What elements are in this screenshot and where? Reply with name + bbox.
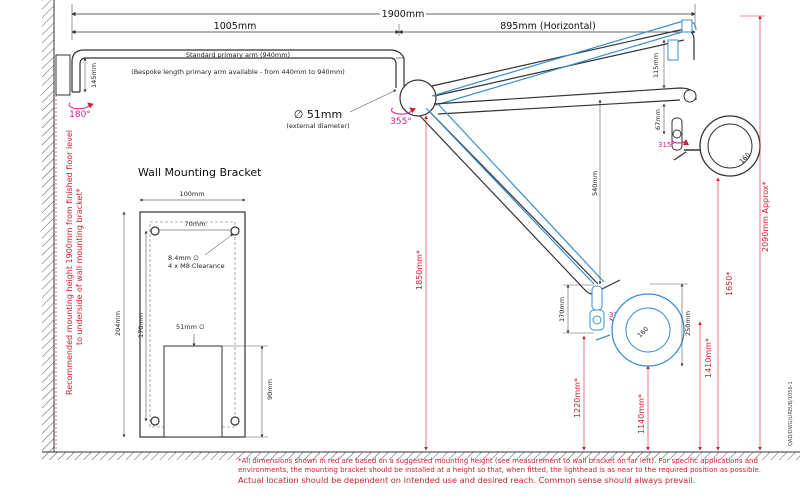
- head-drop-label: 115mm: [652, 53, 660, 78]
- footnote-line-3: Actual location should be dependent on i…: [238, 475, 695, 485]
- elbow-rotation-label: 355°: [390, 117, 412, 127]
- height-1140-label: 1140mm*: [637, 394, 646, 434]
- bracket-hole-tr: [230, 226, 240, 236]
- secondary-arm-label: 540mm: [591, 171, 599, 196]
- wall-rotation-label: 180°: [69, 110, 91, 120]
- wall-drop-label: 145mm: [90, 63, 98, 88]
- hole-note-label: 4 x M8 Clearance: [168, 262, 225, 270]
- tube-diameter-note: (external diameter): [286, 122, 349, 130]
- elbow-joint: [399, 79, 437, 117]
- head-outer-label: 250mm: [684, 311, 692, 336]
- bracket-height-label: 204mm: [114, 311, 122, 336]
- hole-spacing-label: 70mm: [185, 220, 206, 228]
- height-1410-label: 1410mm*: [704, 338, 713, 378]
- bracket-tube-socket: [163, 345, 223, 438]
- bracket-width-label: 100mm: [179, 190, 204, 198]
- total-width-label: 1900mm: [382, 9, 425, 20]
- head-yoke-label: 170mm: [558, 297, 566, 322]
- doc-ref: QAD/DWG/LIREUB/1056-1: [788, 381, 794, 446]
- tube-size-label: 51mm ∅: [176, 323, 205, 331]
- approx-height-label: 2090mm Approx*: [761, 181, 770, 252]
- bracket-hole-tl: [150, 226, 160, 236]
- bracket-title: Wall Mounting Bracket: [138, 166, 262, 179]
- height-1220-label: 1220mm*: [573, 378, 582, 418]
- mounting-height-label: Recommended mounting height 1900mm from …: [65, 130, 74, 395]
- primary-arm-label: Standard primary arm (940mm): [186, 51, 290, 59]
- horizontal-reach-label: 895mm (Horizontal): [500, 21, 596, 32]
- footnote-line-2: environments, the mounting bracket shoul…: [238, 466, 761, 474]
- bracket-hole-bl: [150, 416, 160, 426]
- primary-arm-note: (Bespoke length primary arm available - …: [131, 68, 345, 76]
- footnote-line-1: *All dimensions shown in red are based o…: [238, 457, 758, 465]
- lower-height-label: 90mm: [266, 379, 274, 400]
- height-1650-label: 1650*: [725, 272, 734, 296]
- yoke-top-rotation-label: 315°: [658, 141, 675, 149]
- floor: [42, 452, 800, 460]
- wall: [42, 0, 54, 452]
- bracket-hole-br: [230, 416, 240, 426]
- mounting-height-label-2: to underside of wall mounting bracket*: [75, 188, 84, 345]
- elbow-height-label: 1850mm*: [415, 250, 424, 290]
- wall-to-elbow-label: 1005mm: [214, 21, 257, 32]
- hole-size-label: 8.4mm ∅: [168, 254, 199, 262]
- yoke-upper-label: 67mm: [654, 109, 662, 130]
- tube-diameter-label: ∅ 51mm: [294, 108, 343, 121]
- bracket-inner-height-label: 170mm: [137, 313, 145, 338]
